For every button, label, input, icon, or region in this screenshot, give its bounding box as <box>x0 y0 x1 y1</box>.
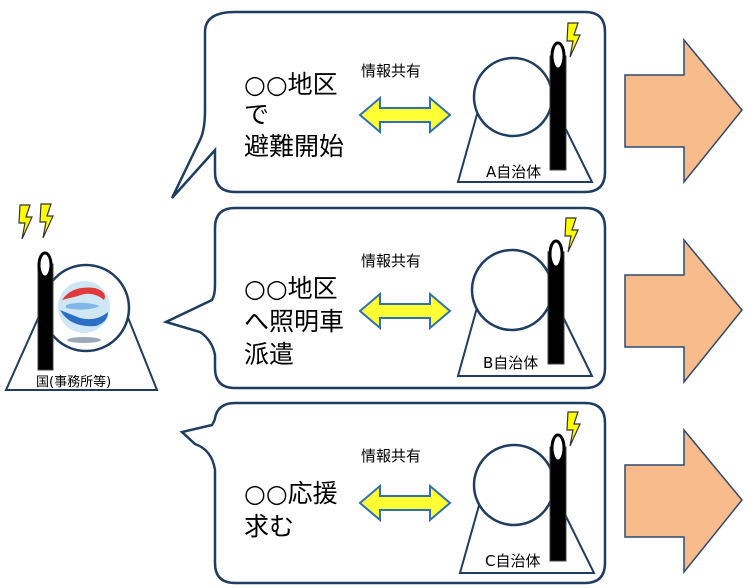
message-a-line-3: 避難開始 <box>244 132 344 161</box>
double-arrow-a <box>358 95 452 135</box>
message-a-line-2: で <box>244 100 269 129</box>
double-arrow-b <box>358 291 452 331</box>
municipality-icon-a <box>456 22 594 183</box>
message-a-line-1: ○○地区 <box>244 70 338 99</box>
municipality-label-a: A自治体 <box>486 163 541 181</box>
municipality-icon-b <box>456 217 594 377</box>
lightning-icon-national-1 <box>18 204 33 240</box>
municipality-icon-c <box>458 411 596 574</box>
share-label-a: 情報共有 <box>361 62 421 80</box>
municipality-label-c: C自治体 <box>485 552 540 570</box>
national-office-icon <box>4 203 159 391</box>
forward-arrow-c <box>624 427 743 575</box>
forward-arrow-b <box>624 237 743 385</box>
message-c-line-1: ○○応援 <box>244 479 338 508</box>
forward-arrow-a <box>624 37 743 185</box>
message-b-line-2: へ照明車 <box>244 307 344 336</box>
message-b-line-3: 派遣 <box>244 340 294 369</box>
panel-b: ○○地区 へ照明車 派遣 情報共有 B自治体 <box>162 206 743 390</box>
national-office-label: 国(事務所等) <box>36 374 111 390</box>
panel-a: ○○地区 で 避難開始 情報共有 A自治体 <box>170 10 743 199</box>
municipality-label-b: B自治体 <box>483 354 538 372</box>
message-c-line-2: 求む <box>244 512 294 541</box>
message-b-line-1: ○○地区 <box>244 274 338 303</box>
lightning-icon-national-2 <box>39 203 54 239</box>
share-label-b: 情報共有 <box>361 252 421 270</box>
share-label-c: 情報共有 <box>361 447 421 465</box>
panel-c: ○○応援 求む 情報共有 C自治体 <box>179 401 743 585</box>
double-arrow-c <box>358 483 452 523</box>
ministry-logo <box>58 281 110 343</box>
